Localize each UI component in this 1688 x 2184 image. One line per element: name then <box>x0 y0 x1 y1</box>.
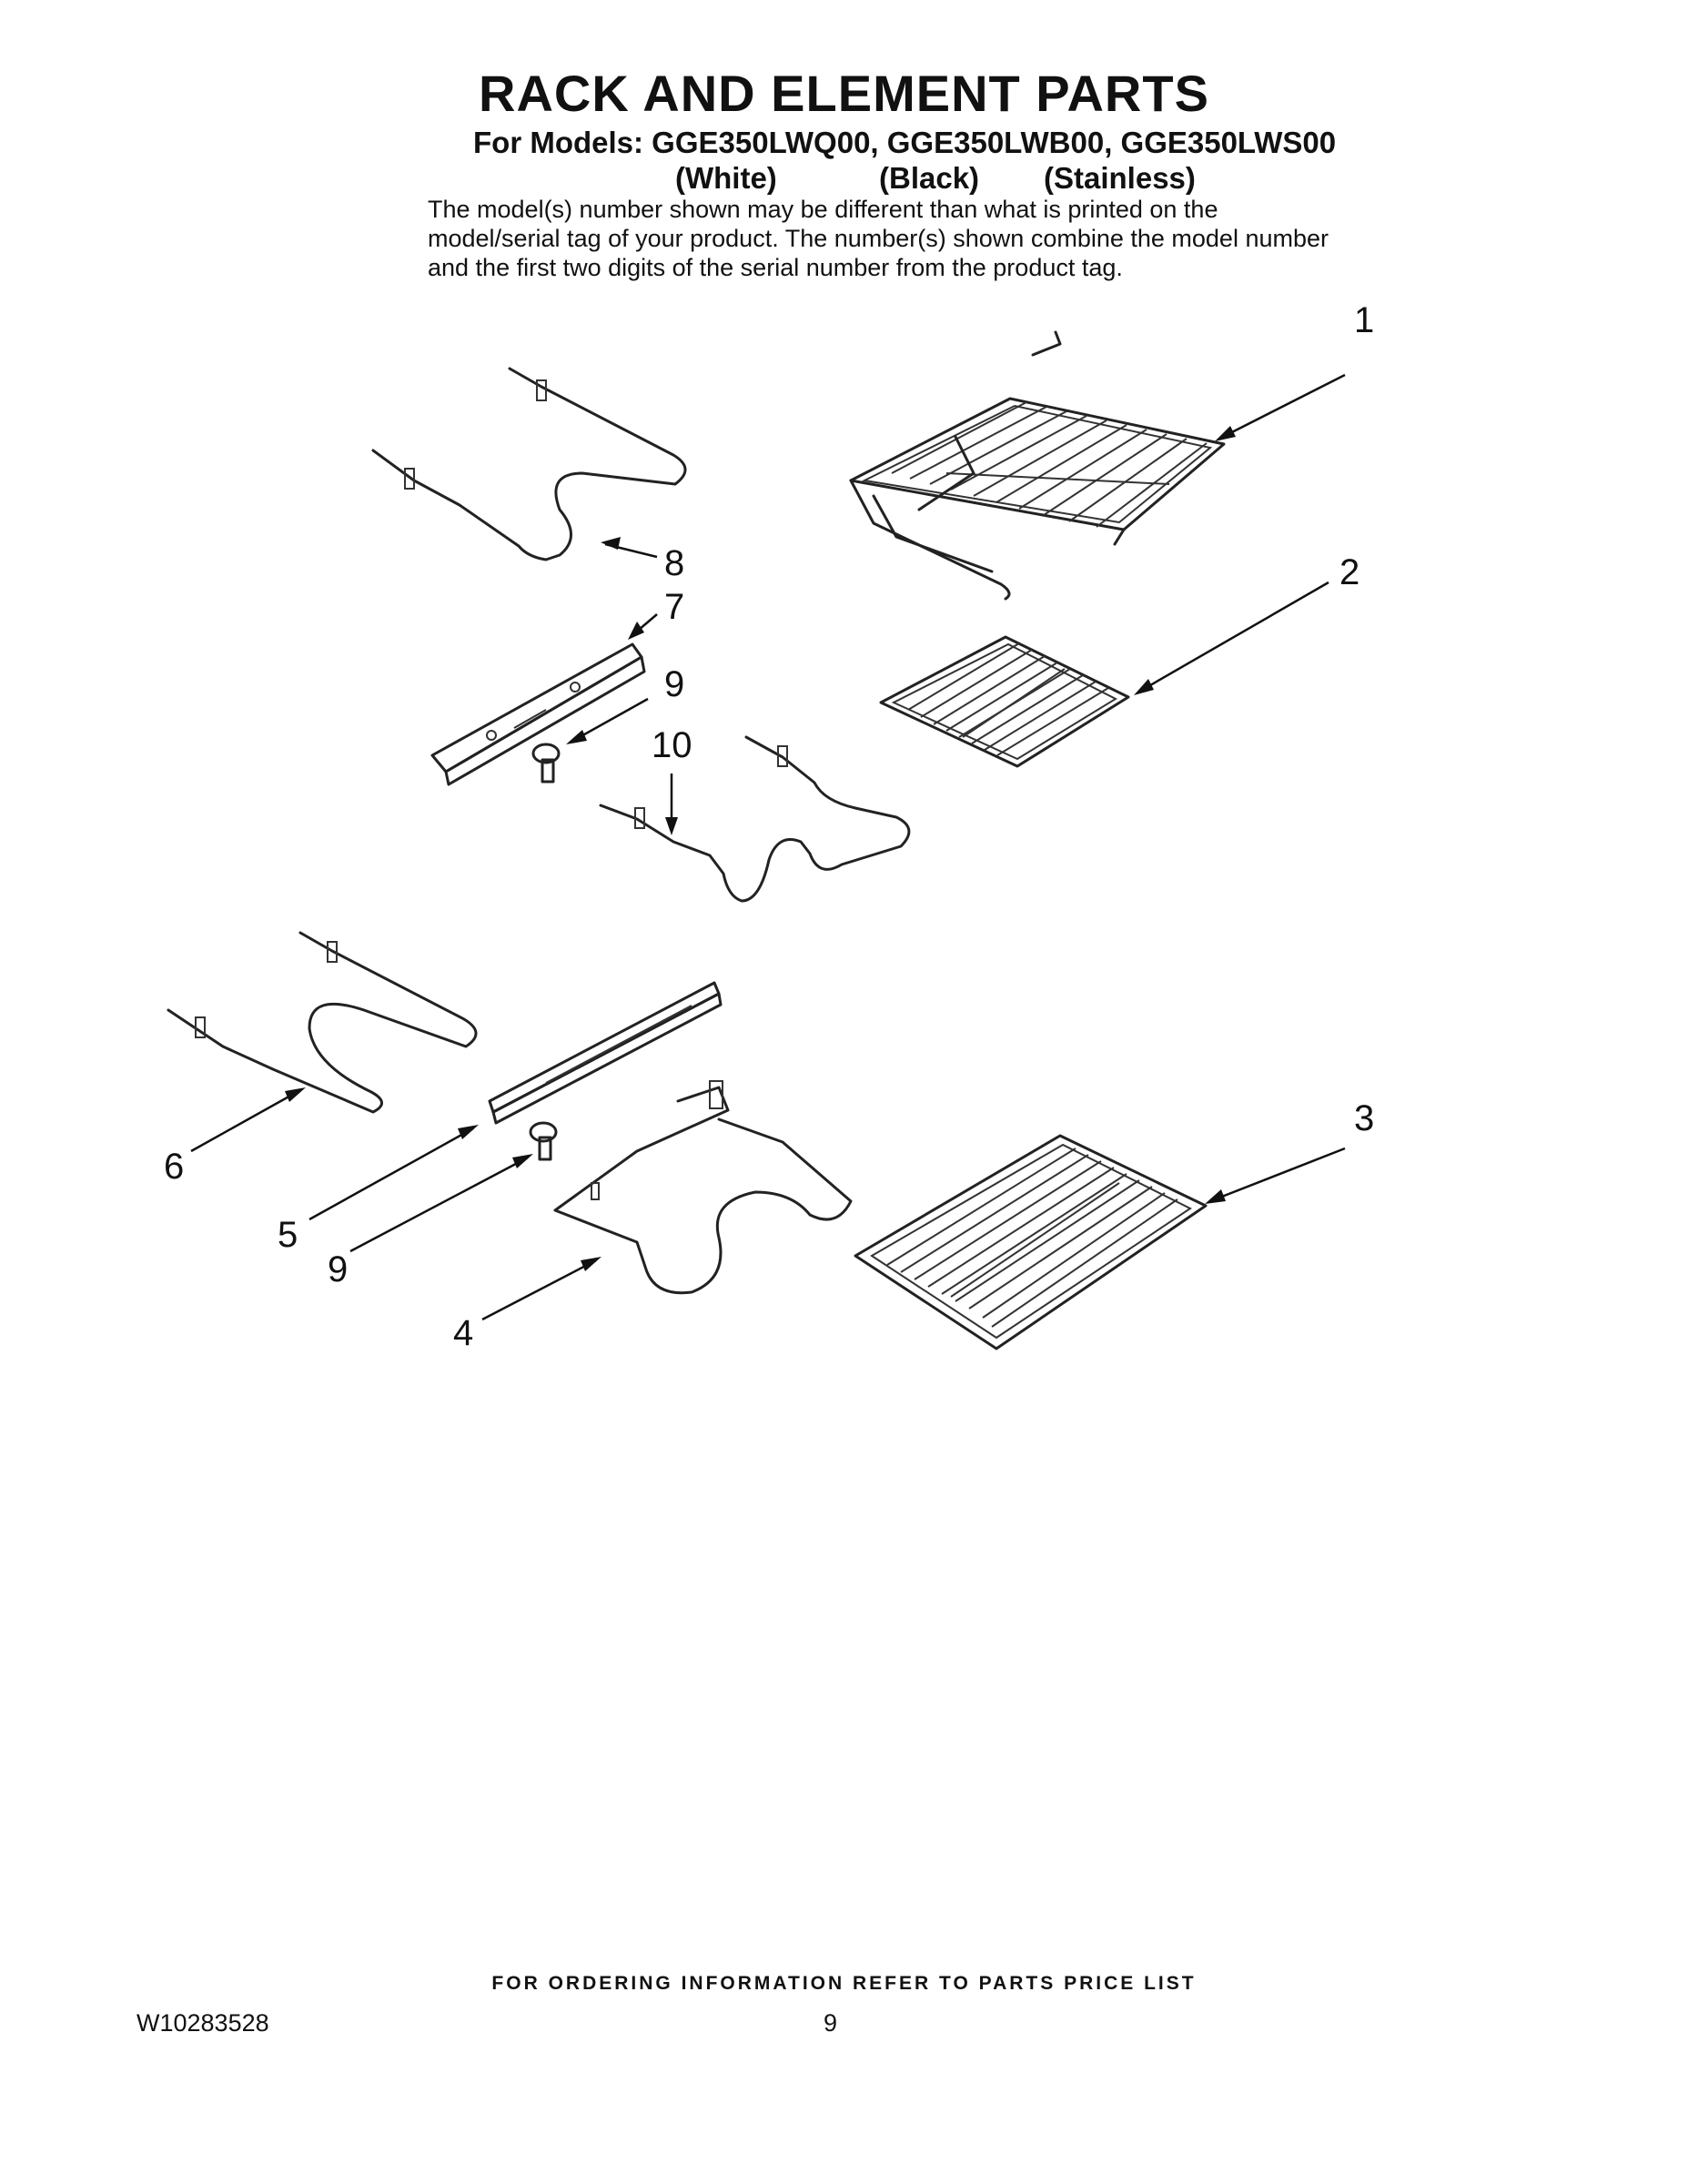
leader-arrow-4 <box>581 1257 601 1271</box>
leader-arrow-8 <box>601 537 621 550</box>
leader-arrow-6 <box>285 1087 306 1102</box>
part-broil-element <box>371 367 687 561</box>
part-oven-rack-middle <box>879 635 1130 768</box>
color-stainless-label: (Stainless) <box>1044 161 1196 195</box>
leader-line-4 <box>481 1259 597 1321</box>
leader-line-3 <box>1209 1147 1346 1203</box>
color-black-label: (Black) <box>879 161 980 195</box>
callout-2: 2 <box>1339 552 1359 592</box>
callout-8: 8 <box>664 543 684 583</box>
document-number: W10283528 <box>136 2009 269 2037</box>
part-element-rail <box>488 981 723 1125</box>
callout-10: 10 <box>652 725 692 765</box>
leader-arrow-9a <box>566 730 587 744</box>
models-line: For Models: GGE350LWQ00, GGE350LWB00, GG… <box>473 126 1337 159</box>
color-white-label: (White) <box>675 161 777 195</box>
leader-line-9b <box>349 1156 529 1253</box>
leader-line-2 <box>1138 581 1329 693</box>
part-screw-lower <box>529 1121 558 1161</box>
model-number-note: The model(s) number shown may be differe… <box>428 196 1329 281</box>
leader-arrow-1 <box>1215 426 1236 441</box>
part-oven-rack-lower <box>854 1134 1208 1350</box>
part-element-bracket <box>430 642 646 786</box>
part-broil-element-lower <box>167 931 478 1114</box>
leader-arrow-5 <box>458 1125 479 1139</box>
leader-line-5 <box>308 1127 474 1221</box>
leader-line-6 <box>190 1088 301 1153</box>
part-hidden-bake-element <box>599 735 911 903</box>
callout-9b: 9 <box>328 1249 348 1289</box>
callout-3: 3 <box>1354 1098 1374 1138</box>
ordering-info: FOR ORDERING INFORMATION REFER TO PARTS … <box>491 1973 1197 1994</box>
part-screw-upper <box>531 743 561 784</box>
page-number: 9 <box>824 2009 838 2037</box>
part-bake-element <box>553 1080 853 1295</box>
callout-9a: 9 <box>664 664 684 704</box>
callout-5: 5 <box>278 1215 298 1255</box>
page-title: RACK AND ELEMENT PARTS <box>479 65 1209 122</box>
leader-line-1 <box>1218 373 1346 440</box>
leader-arrow-3 <box>1205 1189 1226 1204</box>
leader-arrow-10 <box>665 817 678 835</box>
callout-6: 6 <box>164 1147 184 1187</box>
callout-1: 1 <box>1354 300 1374 340</box>
callout-7: 7 <box>664 587 684 627</box>
leader-arrow-9b <box>512 1154 533 1168</box>
leader-arrow-7 <box>628 622 644 640</box>
callout-4: 4 <box>453 1313 473 1353</box>
part-oven-rack-upper <box>849 330 1226 601</box>
leader-arrow-2 <box>1134 679 1154 695</box>
